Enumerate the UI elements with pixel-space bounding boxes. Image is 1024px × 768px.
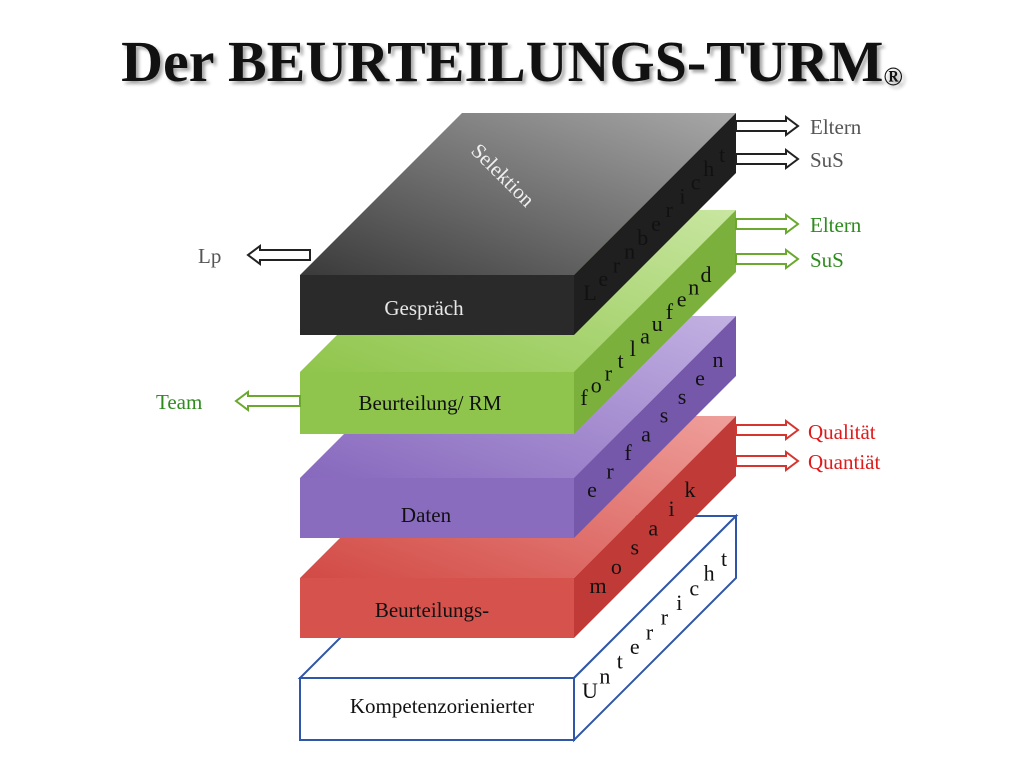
arrow-team — [234, 390, 301, 412]
arrow-eltern-black — [735, 115, 800, 137]
page-title: Der BEURTEILUNGS-TURM® — [0, 28, 1024, 95]
layer-lernbericht-side — [574, 113, 736, 335]
side-letter: n — [624, 239, 635, 264]
layer-fortlaufend-front — [300, 372, 574, 434]
arrow-label-sus-green: SuS — [810, 248, 844, 272]
side-letter: e — [695, 366, 705, 391]
side-letter: i — [676, 590, 682, 615]
side-letter: r — [661, 605, 669, 630]
side-letter: f — [580, 385, 588, 410]
side-letter: t — [617, 649, 623, 674]
side-letter: i — [679, 183, 685, 208]
side-letter: e — [651, 211, 661, 236]
side-letter: m — [589, 573, 606, 598]
title-text: Der BEURTEILUNGS-TURM — [121, 29, 884, 94]
arrow-sus-green — [735, 248, 800, 270]
arrow-label-eltern-green: Eltern — [810, 213, 862, 237]
arrow-label-lp: Lp — [198, 244, 221, 268]
side-letter: t — [618, 348, 624, 373]
side-letter: s — [678, 384, 687, 409]
side-letter: r — [666, 197, 674, 222]
side-letter: o — [611, 554, 622, 579]
arrows — [234, 115, 800, 472]
side-letter: f — [624, 440, 632, 465]
arrow-label-eltern-black: Eltern — [810, 115, 862, 139]
label-daten: Daten — [401, 503, 452, 527]
side-letter: l — [630, 336, 636, 361]
side-letter: e — [630, 634, 640, 659]
side-letter: s — [631, 535, 640, 560]
side-letter: h — [703, 156, 714, 181]
side-letter: s — [660, 403, 669, 428]
layer-fortlaufend-side — [574, 210, 736, 434]
registered-mark: ® — [883, 62, 903, 91]
arrow-label-team: Team — [156, 390, 202, 414]
side-letter: i — [669, 496, 675, 521]
side-letter: e — [598, 266, 608, 291]
arrow-label-qualitaet: Qualität — [808, 420, 876, 444]
side-letter: f — [666, 299, 674, 324]
side-letter: n — [599, 663, 610, 688]
arrow-qualitaet — [735, 419, 800, 441]
layer-lernbericht-top — [300, 113, 736, 275]
side-letter: n — [688, 274, 699, 299]
label-beurteilungs: Beurteilungs- — [375, 598, 489, 622]
side-letter: r — [605, 360, 613, 385]
side-letter: c — [689, 575, 699, 600]
side-letter: r — [646, 619, 654, 644]
side-letter: r — [606, 458, 614, 483]
side-letter: t — [721, 546, 727, 571]
side-letter: a — [648, 515, 658, 540]
layer-erfassen-front — [300, 478, 574, 538]
arrow-eltern-green — [735, 213, 800, 235]
side-letter: b — [637, 225, 648, 250]
side-letter: a — [641, 421, 651, 446]
layer-mosaik-front — [300, 578, 574, 638]
layer-mosaik-side — [574, 416, 736, 638]
side-letter: n — [713, 347, 724, 372]
label-kompetenzorienierter: Kompetenzorienierter — [350, 694, 534, 718]
layer-lernbericht — [300, 113, 736, 335]
label-gespraech: Gespräch — [384, 296, 464, 320]
side-letter: t — [719, 142, 725, 167]
side-letter: c — [691, 170, 701, 195]
side-letter: o — [591, 373, 602, 398]
label-beurteilung-rm: Beurteilung/ RM — [359, 391, 502, 415]
side-letter: e — [677, 287, 687, 312]
layer-erfassen-side — [574, 316, 736, 538]
side-letter: e — [587, 477, 597, 502]
arrow-lp — [246, 244, 311, 266]
side-letter: U — [582, 678, 598, 703]
side-letter: u — [652, 311, 663, 336]
side-letter: L — [583, 280, 596, 305]
arrow-sus-black — [735, 148, 800, 170]
side-letter: a — [640, 324, 650, 349]
side-letter: h — [704, 561, 715, 586]
layer-unterricht-front — [299, 677, 575, 741]
arrow-label-quantiaet: Quantiät — [808, 450, 880, 474]
side-letter: k — [685, 477, 696, 502]
arrow-quantiaet — [735, 450, 800, 472]
side-letter: d — [701, 262, 712, 287]
side-letter: r — [613, 252, 621, 277]
arrow-label-sus-black: SuS — [810, 148, 844, 172]
layer-lernbericht-front — [300, 275, 574, 335]
